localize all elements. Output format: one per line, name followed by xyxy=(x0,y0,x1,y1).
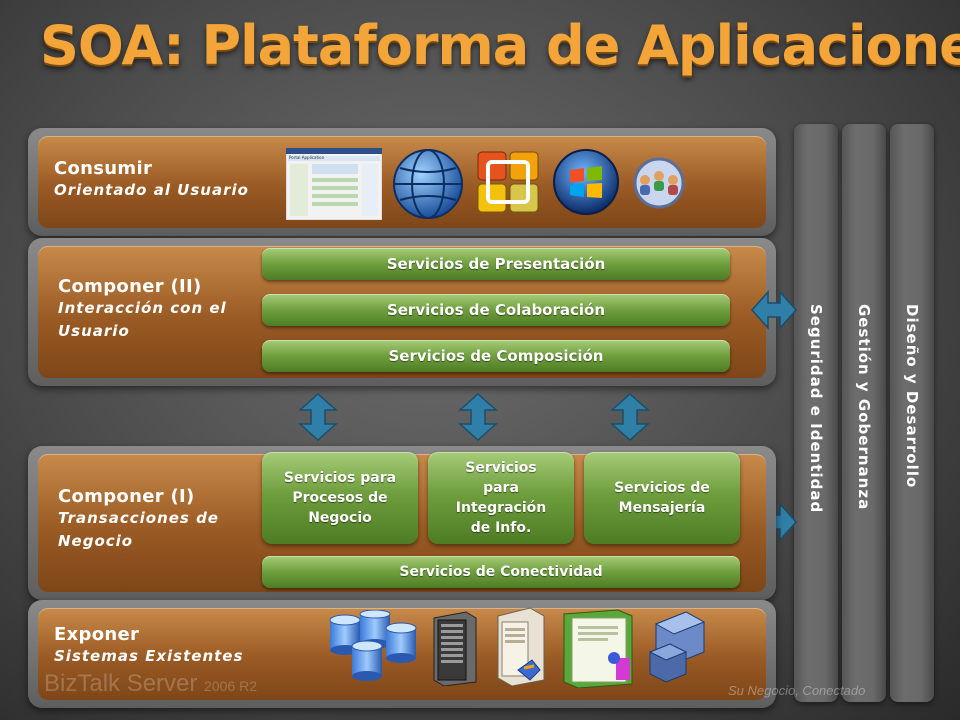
pillar-governance-label: Gestión y Gobernanza xyxy=(855,304,873,511)
business-process-line-3: Negocio xyxy=(308,510,372,526)
layer-componer-2-subtitle-2: Usuario xyxy=(58,322,130,340)
business-process-line-1: Servicios para xyxy=(283,470,397,486)
layer-consumir-title: Consumir xyxy=(54,158,153,179)
pillar-security-label: Seguridad e Identidad xyxy=(807,304,825,514)
double-arrow-vertical-icon xyxy=(610,392,650,446)
pillar-security: Seguridad e Identidad xyxy=(794,124,838,702)
page-title: SOA: Plataforma de Aplicaciones xyxy=(40,14,960,77)
layer-componer-1-title: Componer (I) xyxy=(58,486,195,507)
layer-componer-2-label: Componer (II) Interacción con el Usuario xyxy=(58,276,227,343)
info-integration-line-3: Integración xyxy=(455,500,547,516)
collaboration-services-bar: Servicios de Colaboración xyxy=(262,294,730,326)
business-process-line-2: Procesos de xyxy=(292,490,388,506)
pillar-design-label: Diseño y Desarrollo xyxy=(903,304,921,489)
server-tower-icon xyxy=(430,610,480,687)
legacy-system-icon xyxy=(646,608,708,684)
info-integration-services-box: Servicios para Integración de Info. xyxy=(428,452,574,544)
portal-screenshot-icon: Portal Application xyxy=(285,147,383,221)
info-integration-line-4: de Info. xyxy=(470,520,532,536)
presentation-services-bar: Servicios de Presentación xyxy=(262,248,730,280)
layer-exponer-label: Exponer Sistemas Existentes xyxy=(54,624,243,668)
windows-logo-icon xyxy=(552,148,620,216)
database-cluster-icon xyxy=(328,609,420,684)
product-logo: BizTalk Server 2006 R2 xyxy=(44,670,257,698)
users-network-icon xyxy=(630,154,688,212)
product-version: 2006 R2 xyxy=(204,678,257,694)
layer-exponer: Exponer Sistemas Existentes xyxy=(28,600,776,708)
layer-consumir-subtitle: Orientado al Usuario xyxy=(54,181,249,199)
layer-componer-2-title: Componer (II) xyxy=(58,276,202,297)
product-name: BizTalk Server xyxy=(44,670,198,697)
info-integration-line-2: para xyxy=(483,480,519,496)
tagline: Su Negocio, Conectado xyxy=(728,683,866,698)
composition-services-bar: Servicios de Composición xyxy=(262,340,730,372)
pillar-governance: Gestión y Gobernanza xyxy=(842,124,886,702)
server-app-icon xyxy=(492,606,550,688)
document-package-icon xyxy=(562,608,634,689)
layer-componer-1-subtitle-1: Transacciones de xyxy=(58,509,219,527)
portal-caption: Portal Application xyxy=(289,155,325,160)
info-integration-line-1: Servicios xyxy=(465,460,537,476)
double-arrow-vertical-icon xyxy=(458,392,498,446)
messaging-line-1: Servicios de xyxy=(614,480,710,496)
globe-icon xyxy=(392,148,464,220)
messaging-line-2: Mensajería xyxy=(618,500,706,516)
double-arrow-vertical-icon xyxy=(298,392,338,446)
layer-exponer-subtitle: Sistemas Existentes xyxy=(54,647,244,665)
office-logo-icon xyxy=(474,148,542,216)
double-arrow-horizontal-icon xyxy=(750,290,798,334)
business-process-services-box: Servicios para Procesos de Negocio xyxy=(262,452,418,544)
layer-exponer-title: Exponer xyxy=(54,624,140,645)
layer-componer-1-subtitle-2: Negocio xyxy=(58,532,134,550)
pillar-design: Diseño y Desarrollo xyxy=(890,124,934,702)
layer-componer-1-label: Componer (I) Transacciones de Negocio xyxy=(58,486,219,553)
connectivity-services-bar: Servicios de Conectividad xyxy=(262,556,740,588)
layer-consumir-label: Consumir Orientado al Usuario xyxy=(54,158,249,202)
layer-componer-2-subtitle-1: Interacción con el xyxy=(58,299,227,317)
messaging-services-box: Servicios de Mensajería xyxy=(584,452,740,544)
